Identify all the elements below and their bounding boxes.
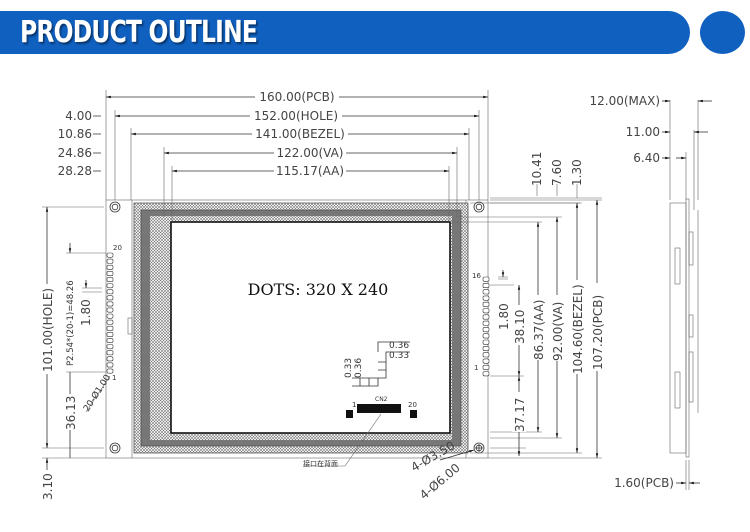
connector-pin	[106, 331, 114, 337]
connector-pin	[482, 320, 490, 326]
connector-pin	[482, 364, 490, 370]
dim-offset-bezel: 10.86	[58, 127, 92, 141]
top-right-dimensions: 10.41 7.60 1.30	[490, 152, 602, 204]
connector-pin	[482, 352, 490, 358]
connector-pin	[482, 289, 490, 295]
cn2-first: 1	[352, 401, 356, 409]
dim-bezel-height: 104.60(BEZEL)	[571, 284, 585, 374]
left-dimensions: 101.00(HOLE) 3.10 36.13 P2.54*(20-1)=48.…	[40, 206, 113, 500]
connector-pin	[106, 301, 114, 307]
dim-6-40: 6.40	[633, 151, 660, 165]
header-bar	[0, 11, 690, 54]
dim-pcb-height: 107.20(PCB)	[591, 295, 605, 370]
connector-pin	[106, 277, 114, 282]
right-pin-first: 1	[474, 364, 478, 372]
page-title: PRODUCT OUTLINE	[20, 15, 258, 50]
dim-pcb-thickness: 1.60(PCB)	[614, 476, 674, 490]
dim-pin-holes: 20-Ø1.00	[81, 372, 113, 413]
dim-aa-width: 115.17(AA)	[276, 164, 344, 178]
dim-3-10: 3.10	[41, 473, 55, 500]
dim-7-60: 7.60	[550, 159, 564, 186]
connector-pin	[106, 313, 114, 319]
left-pin-last: 20	[113, 244, 122, 252]
dim-hole-width: 152.00(HOLE)	[254, 109, 338, 123]
connector-pin	[482, 327, 490, 333]
dim-va-width: 122.00(VA)	[276, 146, 343, 160]
dim-1-30: 1.30	[570, 159, 584, 186]
connector-pin	[482, 308, 490, 314]
left-connector-pins	[106, 252, 114, 374]
connector-pin	[482, 345, 490, 352]
front-view: DOTS: 320 X 240 20 1 16 1 0.36 0.33 0.33…	[105, 199, 490, 468]
connector-pin	[482, 371, 490, 377]
connector-pin	[482, 295, 490, 301]
dim-bezel-width: 141.00(BEZEL)	[255, 127, 345, 141]
dots-label: DOTS: 320 X 240	[248, 280, 389, 299]
right-connector-pins	[482, 276, 490, 377]
dim-pin-pitch-left: 1.80	[79, 299, 93, 326]
dim-max-thickness: 12.00(MAX)	[590, 94, 661, 108]
dim-11-00: 11.00	[626, 125, 660, 139]
connector-pin	[106, 338, 114, 343]
connector-pin	[482, 276, 490, 282]
dim-10-41: 10.41	[530, 152, 544, 186]
connector-pin	[106, 319, 114, 325]
pixel-h2: 0.36	[354, 358, 364, 378]
dim-36-13: 36.13	[64, 396, 78, 430]
connector-pin	[106, 264, 114, 270]
connector-pin	[482, 333, 490, 339]
cn2-label: CN2	[375, 396, 388, 403]
connector-pin	[106, 289, 114, 295]
connector-pin	[106, 307, 114, 313]
dim-pitch: P2.54*(20-1)=48.26	[66, 280, 76, 366]
connector-pin	[106, 283, 114, 289]
connector-pin	[106, 270, 114, 276]
dim-37-17: 37.17	[513, 398, 527, 432]
connector-pin	[106, 325, 114, 331]
side-view: 12.00(MAX) 11.00 6.40 1.60(PCB)	[590, 94, 712, 490]
right-pin-last: 16	[472, 272, 481, 280]
mounting-holes	[109, 201, 485, 454]
cn2-connector: CN2 1 20 接口在背面	[303, 396, 417, 468]
right-dimensions: 1.80 38.10 37.17 86.37(AA) 92.00(VA) 104…	[450, 199, 605, 459]
dim-offset-hole: 4.00	[65, 109, 92, 123]
connector-pin	[106, 344, 114, 350]
dim-offset-aa: 28.28	[58, 164, 92, 178]
dim-hole-height: 101.00(HOLE)	[41, 288, 55, 372]
dim-va-height: 92.00(VA)	[551, 302, 565, 361]
connector-pin	[106, 258, 114, 264]
connector-pin	[106, 350, 114, 356]
connector-pin	[106, 368, 114, 374]
dim-pin-pitch-right: 1.80	[497, 303, 511, 330]
pixel-h1: 0.33	[344, 358, 354, 378]
connector-pin	[482, 314, 490, 320]
connector-pin	[106, 362, 114, 368]
dim-aa-height: 86.37(AA)	[532, 300, 546, 360]
connector-pin	[482, 282, 490, 289]
dim-pcb-width: 160.00(PCB)	[259, 90, 334, 104]
connector-pin	[106, 295, 114, 301]
left-pin-first: 1	[112, 374, 116, 382]
pixel-w1: 0.36	[389, 341, 409, 351]
connector-pin	[482, 339, 490, 345]
pixel-w2: 0.33	[389, 351, 409, 361]
header-dot	[700, 11, 745, 54]
top-dimensions: 160.00(PCB) 152.00(HOLE) 141.00(BEZEL) 1…	[58, 90, 489, 222]
connector-pin	[106, 252, 114, 258]
connector-pin	[482, 301, 490, 307]
dim-offset-va: 24.86	[58, 146, 92, 160]
connector-pin	[482, 358, 490, 364]
active-area	[170, 221, 451, 434]
cn2-last: 20	[408, 401, 417, 409]
cn2-note: 接口在背面	[303, 459, 338, 468]
connector-pin	[106, 356, 114, 362]
pixel-detail: 0.36 0.33 0.33 0.36	[344, 341, 410, 387]
dim-38-10: 38.10	[513, 310, 527, 344]
